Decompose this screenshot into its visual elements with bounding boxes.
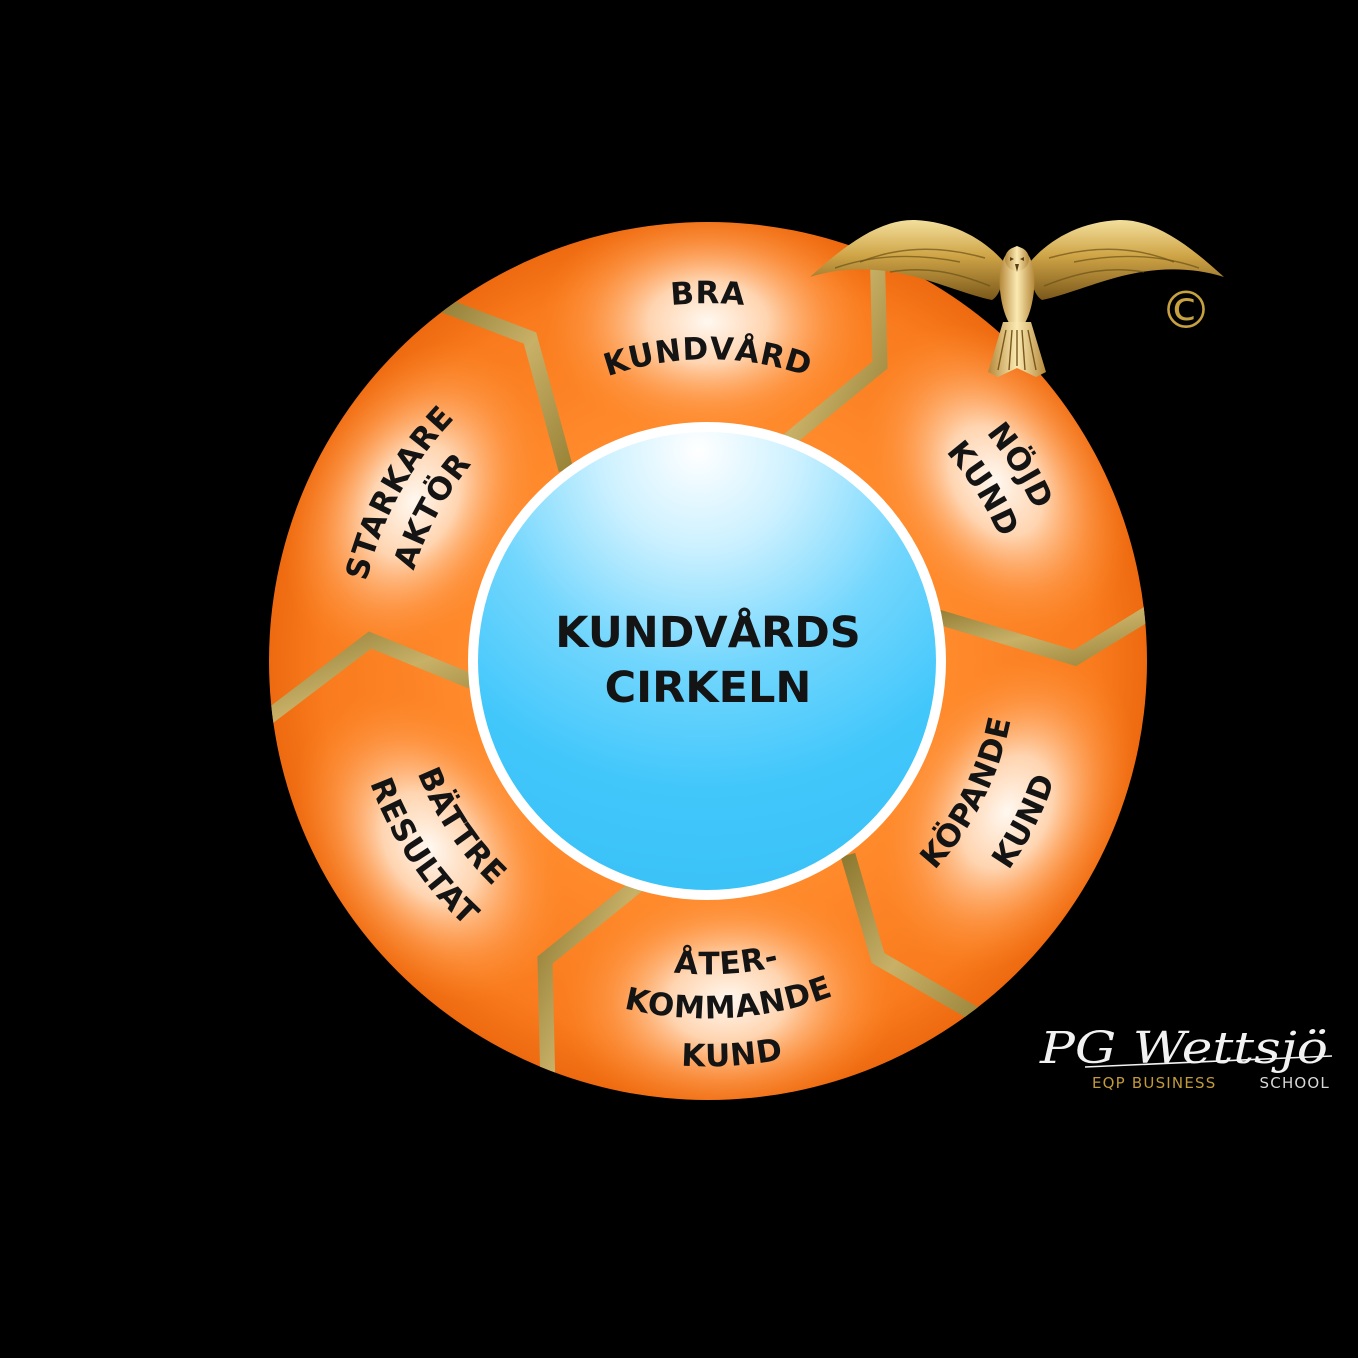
label-aterkommande-kund-line-1: ÅTER- (673, 939, 782, 983)
label-bra-kundvard-line-1: BRA (669, 275, 747, 313)
segment-divider (781, 239, 888, 448)
signature-swoosh (1084, 1055, 1333, 1068)
copyright-mark: © (1160, 281, 1212, 341)
eagle-left-wing (810, 219, 1004, 300)
segment-bra-kundvard (538, 222, 878, 440)
eagle-feathers (834, 248, 1200, 287)
label-text: ÅTER- (673, 939, 781, 983)
eagle-face (1010, 257, 1024, 272)
segment-dividers (269, 239, 1147, 1091)
segment-aterkommande-kund (558, 881, 898, 1100)
segment-highlights (282, 222, 1138, 1100)
segment-divider (840, 852, 989, 1027)
segment-kopande-kund (876, 651, 1138, 973)
school-name: EQP BUSINESS (1092, 1074, 1216, 1092)
center-title-line-2: CIRKELN (605, 663, 812, 713)
label-aterkommande-kund-line-3: KUND (681, 1032, 786, 1075)
signature-text: PG Wettsjö (1039, 1023, 1328, 1074)
eagle-head (1005, 247, 1029, 271)
label-text: KUND (681, 1032, 785, 1075)
school-suffix: SCHOOL (1260, 1074, 1330, 1092)
label-text: BRA (669, 275, 746, 313)
segment-divider (427, 292, 574, 472)
segment-divider (537, 879, 643, 1091)
eagle-body (999, 246, 1035, 332)
segment-divider (269, 631, 481, 731)
center-title-line-1: KUNDVÅRDS (555, 607, 861, 658)
brand-signature: PG Wettsjö EQP BUSINESS SCHOOL (1039, 1023, 1333, 1092)
center-circle (478, 432, 936, 890)
eagle-tail-stripes (997, 329, 1037, 371)
segment-divider (932, 599, 1147, 667)
eagle-icon (810, 219, 1224, 377)
eagle-right-wing (1030, 219, 1224, 300)
segment-starkare-aktor (282, 341, 546, 661)
